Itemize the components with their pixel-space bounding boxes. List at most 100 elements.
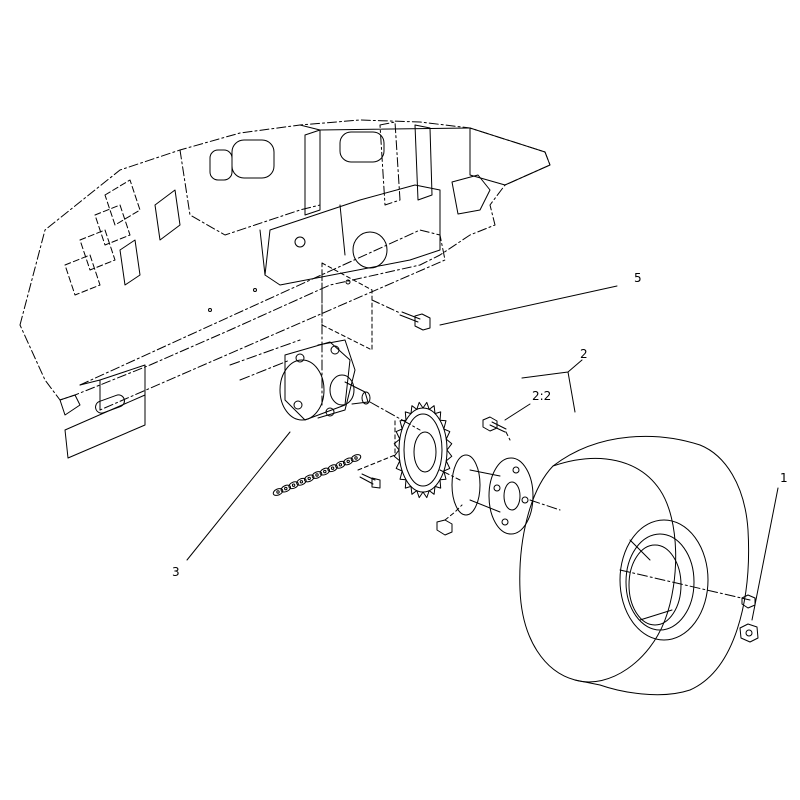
hub-stud-4 — [493, 484, 501, 492]
chain-link — [272, 488, 284, 496]
bolt-shank — [399, 311, 421, 323]
tire-tread — [552, 435, 750, 696]
frame-top-edge — [299, 124, 471, 131]
hub-stud-2 — [521, 496, 529, 504]
frame-nose — [469, 127, 551, 186]
hub-stud-1 — [512, 466, 520, 474]
frame-upright-c — [414, 124, 433, 201]
hub-nut-guide — [444, 504, 463, 521]
hub-flange-inner — [451, 454, 481, 516]
motor-bolt-hole-4 — [325, 407, 335, 417]
part-2-hub — [436, 416, 561, 536]
frame-window-3 — [209, 149, 233, 181]
bolt-axis — [371, 299, 401, 314]
chain-link — [288, 481, 299, 490]
frame-left-ribs — [64, 179, 141, 296]
chain-pin — [291, 483, 296, 487]
chain-link — [303, 474, 315, 483]
leader-5 — [439, 285, 618, 326]
wheel-hub-lines — [629, 539, 673, 621]
frame-upright-a — [304, 129, 321, 216]
callout-2-2: 2:2 — [532, 389, 552, 403]
hub-setscrew-guide — [505, 431, 511, 441]
hub-stud-3 — [501, 518, 509, 526]
chain-pin — [299, 480, 304, 484]
callout-3: 3 — [172, 565, 180, 579]
wheel-rim-outer — [619, 519, 709, 641]
frame-hole-small-a — [345, 279, 351, 285]
motor-bolt-hole-2 — [330, 345, 340, 355]
frame-arm-slot — [95, 394, 125, 414]
chain-link — [296, 477, 307, 486]
chain-pin — [338, 463, 343, 467]
lug-nut-large-hole — [745, 629, 753, 637]
frame-cross-lip — [259, 204, 346, 276]
chain-pin — [284, 486, 288, 491]
frame-round-hole — [352, 231, 388, 269]
motor-shaft-tip — [361, 391, 371, 405]
leader-2-bracket — [521, 359, 583, 413]
frame-mount-plate — [321, 262, 373, 351]
motor-rear-housing — [279, 359, 325, 421]
hub-setscrew — [482, 416, 507, 433]
wheel-axis — [619, 569, 751, 601]
hub-bore — [503, 481, 521, 511]
frame-window-4 — [451, 174, 491, 215]
leader-2-2 — [504, 403, 531, 421]
frame-assembly — [19, 119, 551, 459]
frame-rear-bracket — [59, 394, 81, 416]
leader-3 — [186, 431, 291, 561]
hub-flange-outer — [488, 457, 534, 535]
bolt-head — [414, 313, 431, 331]
callout-1: 1 — [780, 471, 788, 485]
chain-pin — [307, 476, 311, 481]
frame-upright-b — [379, 121, 401, 206]
lug-nut-large — [739, 623, 759, 643]
chain-pin — [276, 490, 280, 494]
chain-pin — [330, 466, 335, 470]
chain-link — [342, 457, 354, 466]
frame-side-rail-lower — [79, 364, 146, 411]
part-3-wheel-motor — [279, 339, 421, 431]
frame-small-hole — [294, 236, 306, 248]
drive-chain — [272, 454, 362, 496]
chain-guide — [357, 419, 396, 471]
leader-1 — [751, 487, 779, 621]
part-1-wheel — [519, 435, 759, 696]
callout-2: 2 — [580, 347, 588, 361]
leader-lines — [186, 285, 779, 621]
motor-hub — [329, 374, 355, 406]
sprocket-bolt — [359, 473, 381, 489]
chain-pin — [323, 469, 327, 474]
chain-link — [311, 471, 323, 479]
part-5-bolt — [371, 299, 431, 331]
motor-shaft — [344, 381, 369, 405]
motor-axis — [369, 401, 421, 431]
motor-bolt-hole-1 — [295, 353, 305, 363]
frame-outer-outline — [19, 119, 551, 401]
hub-barrel — [469, 469, 501, 513]
chain-pin — [315, 473, 319, 477]
chain-link — [280, 484, 292, 493]
frame-window-1 — [231, 139, 275, 179]
motor-bolt-hole-3 — [293, 400, 303, 410]
hub-nut — [436, 519, 453, 536]
chain-link — [350, 454, 362, 462]
callout-5: 5 — [634, 271, 642, 285]
chain-pin — [346, 459, 350, 464]
frame-hole-small-c — [253, 288, 257, 292]
chain-link — [327, 464, 338, 473]
frame-top-plate — [179, 149, 321, 236]
wheel-rim-mid — [625, 533, 695, 631]
tire-sidewall — [519, 457, 677, 683]
motor-body — [284, 341, 351, 421]
hub-axis — [439, 469, 561, 511]
motor-flange — [317, 339, 356, 419]
frame-rear-arm — [64, 394, 146, 459]
sprocket-teeth — [393, 401, 453, 499]
frame-under-lines — [229, 339, 301, 381]
frame-hole-small-b — [208, 308, 212, 312]
chain-pin — [354, 456, 358, 460]
